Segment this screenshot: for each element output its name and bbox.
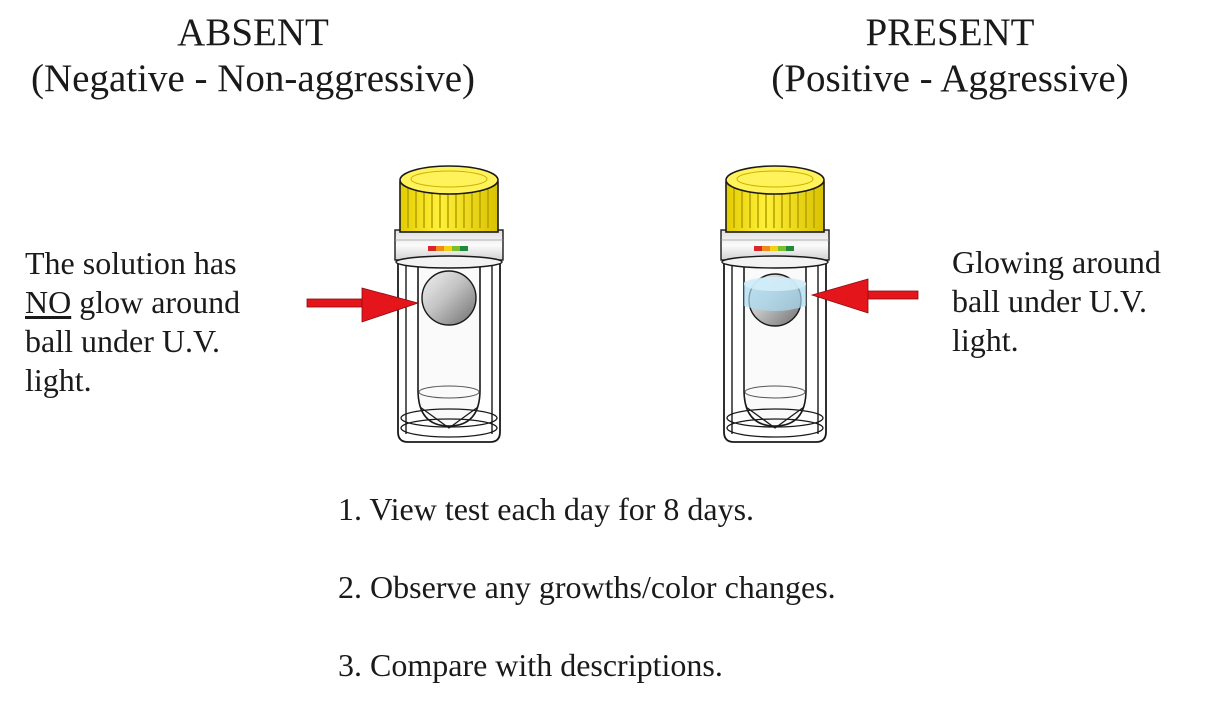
- present-description: Glowing around ball under U.V. light.: [952, 244, 1161, 358]
- step-2: 2. Observe any growths/color changes.: [338, 569, 836, 605]
- absent-heading: ABSENT (Negative - Non-aggressive): [8, 10, 498, 102]
- ball-icon: [421, 270, 477, 326]
- absent-title: ABSENT: [177, 11, 329, 54]
- absent-vial: [394, 165, 504, 443]
- present-subtitle: (Positive - Aggressive): [771, 57, 1129, 100]
- absent-description: The solution has NO glow around ball und…: [25, 245, 241, 398]
- no-emphasis: NO: [25, 284, 72, 320]
- instruction-steps: 1. View test each day for 8 days. 2. Obs…: [338, 490, 836, 724]
- present-heading: PRESENT (Positive - Aggressive): [710, 10, 1190, 102]
- step-1: 1. View test each day for 8 days.: [338, 491, 755, 527]
- present-title: PRESENT: [865, 11, 1035, 54]
- absent-subtitle: (Negative - Non-aggressive): [31, 57, 475, 100]
- step-3: 3. Compare with descriptions.: [338, 647, 723, 683]
- red-arrow-icon: [306, 287, 420, 323]
- present-vial: [720, 165, 830, 443]
- vial-illustration: [306, 165, 919, 443]
- red-arrow-icon: [810, 278, 919, 314]
